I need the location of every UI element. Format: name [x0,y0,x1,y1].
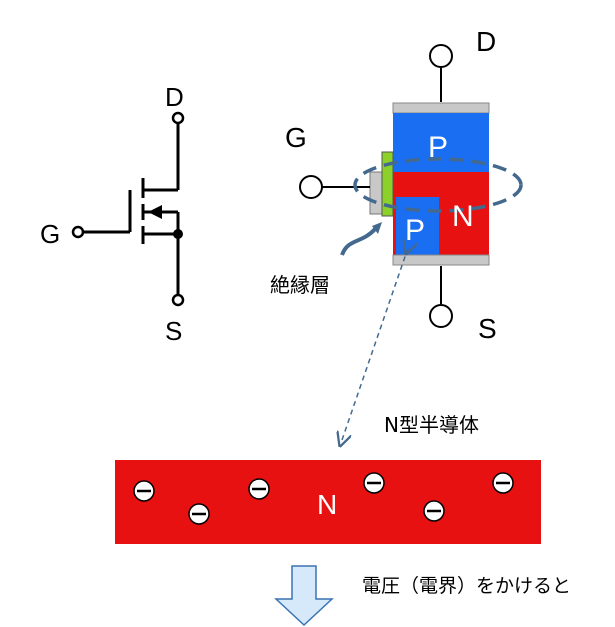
insulator-pointer-arrow-icon [372,222,382,234]
electron-2 [188,503,210,525]
n-type-bar-body [115,460,541,544]
insulator-layer [381,151,394,217]
structure-drain-label: D [476,26,496,57]
source-terminal [171,293,185,307]
structure-gate-terminal [299,175,323,199]
symbol-gate-label: G [40,219,60,249]
n-type-bar-label: N [317,489,337,520]
drain-terminal [171,111,185,125]
down-arrow-icon [274,565,334,627]
body-arrow-icon [148,205,162,219]
channel-highlight-ellipse [353,157,523,213]
n-region-label: N [452,200,474,233]
structure-source-label: S [478,313,497,344]
structure-gate-label: G [285,122,307,153]
mosfet-structure [299,44,523,328]
symbol-drain-label: D [165,82,184,112]
source-junction-dot [173,229,183,239]
p-top-label: P [428,131,448,164]
electron-6 [492,472,514,494]
p-bottom-label: P [405,214,425,247]
zoom-caption: N型半導体 [384,413,479,437]
insulator-pointer-line [340,226,378,256]
electron-5 [423,500,445,522]
gate-terminal [71,225,85,239]
n-type-bar [115,460,541,544]
structure-source-terminal [429,304,453,328]
mosfet-symbol [71,111,185,307]
electron-4 [363,472,385,494]
source-electrode [392,254,490,266]
insulator-label: 絶縁層 [270,273,330,297]
voltage-caption: 電圧（電界）をかけると [362,575,571,597]
symbol-source-label: S [165,316,182,346]
zoom-connector-arrow [342,248,408,440]
gate-electrode [369,171,383,215]
drain-electrode [392,102,490,114]
electron-1 [133,480,155,502]
electron-3 [248,478,270,500]
structure-drain-terminal [429,44,453,68]
